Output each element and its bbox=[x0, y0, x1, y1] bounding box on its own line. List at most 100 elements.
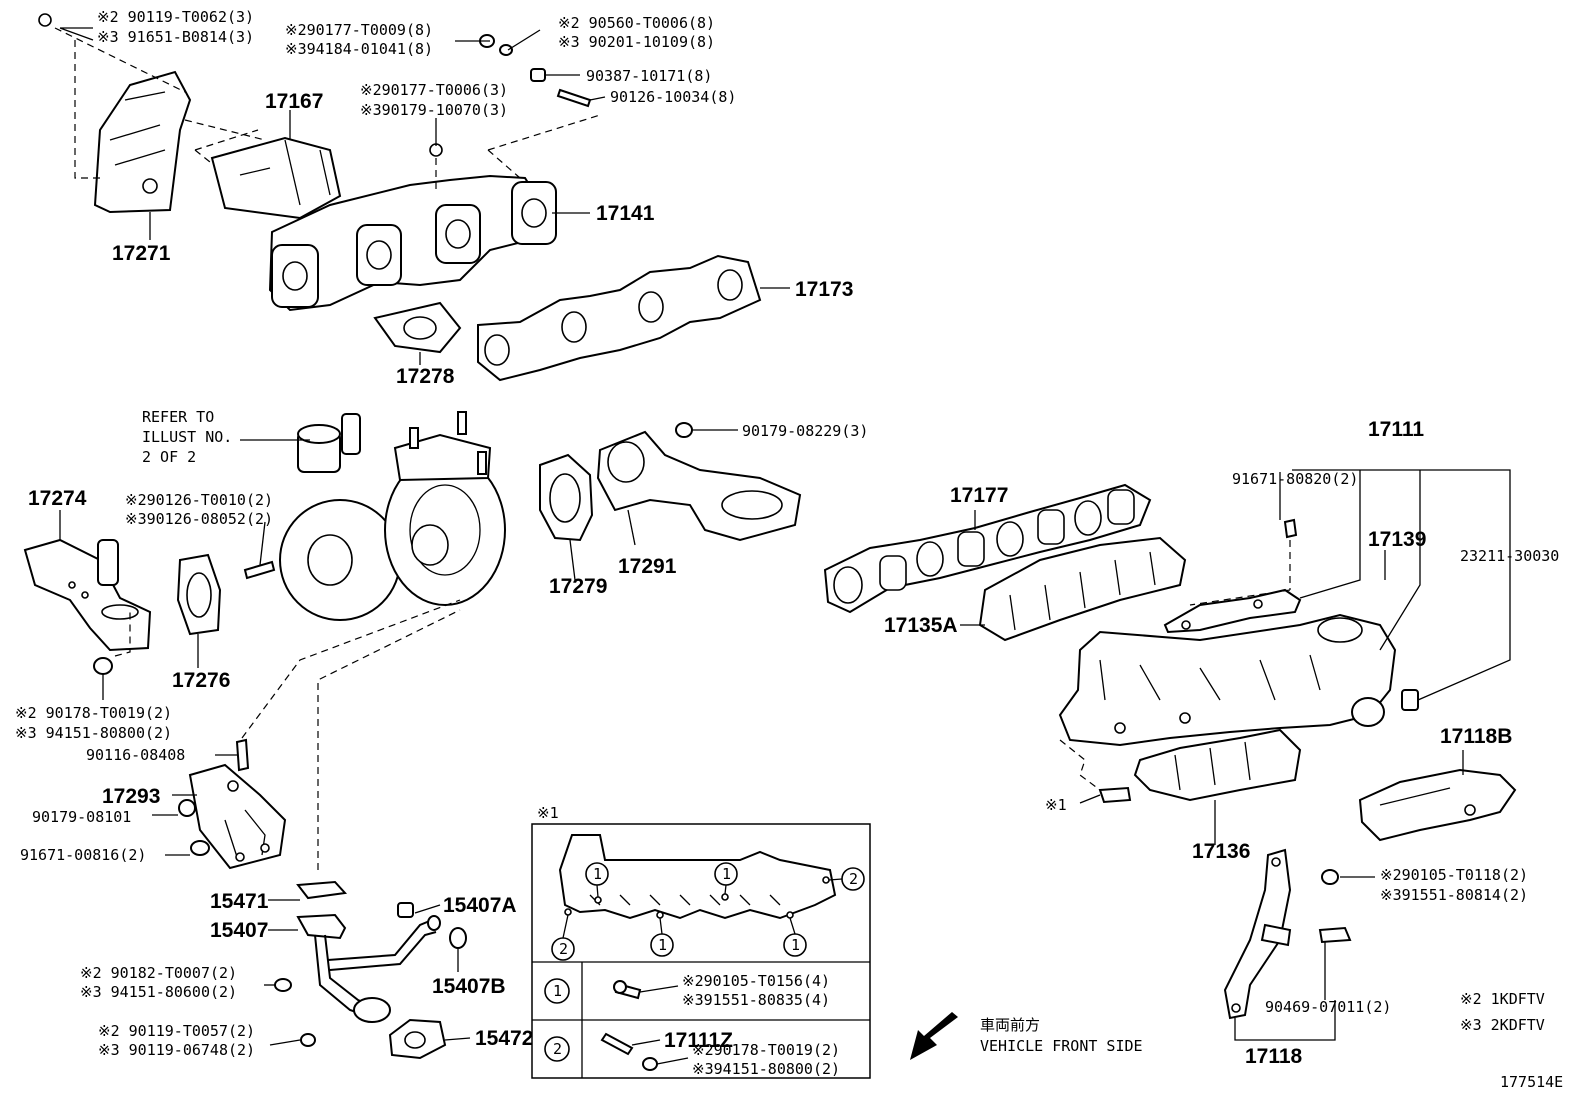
label-p3a: ※2 90560-T0006(8) bbox=[558, 14, 715, 32]
intake-manifold-17111 bbox=[1058, 613, 1419, 804]
label-17279: 17279 bbox=[549, 575, 607, 598]
label-p4: 90387-10171(8) bbox=[586, 67, 712, 85]
gasket-17276 bbox=[176, 553, 222, 636]
label-p11a: ※290105-T0118(2) bbox=[1380, 866, 1528, 884]
label-star1: ※1 bbox=[1045, 796, 1067, 814]
label-17173: 17173 bbox=[795, 278, 853, 301]
bracket-17139 bbox=[1163, 518, 1302, 634]
svg-text:1: 1 bbox=[553, 982, 562, 1000]
label-p2a: ※290177-T0009(8) bbox=[285, 21, 433, 39]
label-17139: 17139 bbox=[1368, 528, 1426, 551]
label-15471: 15471 bbox=[210, 890, 269, 913]
oil-pipe-15407 bbox=[274, 880, 467, 1060]
gasket-17279 bbox=[539, 453, 594, 542]
inset-r2a: ※290178-T0019(2) bbox=[692, 1041, 840, 1059]
label-17118B: 17118B bbox=[1440, 725, 1512, 748]
exhaust-pipe-17291 bbox=[596, 422, 802, 542]
label-23211: 23211-30030 bbox=[1460, 547, 1559, 565]
legend-2kdftv: ※3 2KDFTV bbox=[1460, 1016, 1545, 1034]
label-p1b: ※3 91651-B0814(3) bbox=[97, 28, 254, 46]
label-90179-08101: 90179-08101 bbox=[32, 808, 131, 826]
label-17291: 17291 bbox=[618, 555, 677, 578]
stud-90126 bbox=[243, 560, 276, 580]
label-p9b: ※3 94151-80600(2) bbox=[80, 983, 237, 1001]
label-15472: 15472 bbox=[475, 1027, 533, 1050]
inset-row-2: 2 17111Z ※290178-T0019(2) ※394151-80800(… bbox=[544, 1029, 840, 1078]
label-15407B: 15407B bbox=[432, 975, 506, 998]
label-90469: 90469-07011(2) bbox=[1265, 998, 1391, 1016]
leader-dash bbox=[184, 119, 266, 163]
label-90179-08229: 90179-08229(3) bbox=[742, 422, 868, 440]
label-17118: 17118 bbox=[1245, 1045, 1303, 1068]
inset-r2b: ※394151-80800(2) bbox=[692, 1060, 840, 1078]
label-17167: 17167 bbox=[265, 90, 323, 113]
bracket-17118 bbox=[1223, 848, 1352, 1020]
gasket-17173 bbox=[477, 254, 762, 382]
label-p6b: ※390179-10070(3) bbox=[360, 101, 508, 119]
leader-dash bbox=[1059, 739, 1101, 791]
label-p8a: ※2 90178-T0019(2) bbox=[15, 704, 172, 722]
label-p2b: ※394184-01041(8) bbox=[285, 40, 433, 58]
svg-text:1: 1 bbox=[791, 936, 800, 954]
bracket-17293 bbox=[178, 738, 287, 870]
label-p6a: ※290177-T0006(3) bbox=[360, 81, 508, 99]
inset-r1a: ※290105-T0156(4) bbox=[682, 972, 830, 990]
bracket-17118B bbox=[1358, 768, 1517, 842]
svg-text:1: 1 bbox=[658, 936, 667, 954]
exhaust-manifold-17141 bbox=[268, 143, 557, 312]
part-labels: ※2 90119-T0062(3) ※3 91651-B0814(3) ※290… bbox=[15, 8, 1563, 1091]
leader-lines bbox=[59, 27, 1511, 1046]
label-17276: 17276 bbox=[172, 669, 230, 692]
svg-text:1: 1 bbox=[722, 865, 731, 883]
svg-text:2: 2 bbox=[559, 940, 568, 958]
label-refer-1: REFER TO bbox=[142, 408, 214, 426]
label-91671-00816: 91671-00816(2) bbox=[20, 846, 146, 864]
label-p5: 90126-10034(8) bbox=[610, 88, 736, 106]
leader-dash bbox=[114, 612, 131, 657]
label-90116: 90116-08408 bbox=[86, 746, 185, 764]
hose-17274 bbox=[23, 538, 152, 675]
label-p10b: ※3 90119-06748(2) bbox=[98, 1041, 255, 1059]
svg-text:2: 2 bbox=[849, 870, 858, 888]
inset-callout: 1 bbox=[650, 917, 674, 957]
leader-dash bbox=[435, 114, 601, 190]
label-15407: 15407 bbox=[210, 919, 268, 942]
inset-callout: 2 bbox=[551, 914, 575, 961]
inset-r2-part: 17111Z bbox=[664, 1029, 733, 1052]
label-17135A: 17135A bbox=[884, 614, 958, 637]
label-p10a: ※2 90119-T0057(2) bbox=[98, 1022, 255, 1040]
label-p7b: ※390126-08052(2) bbox=[125, 510, 273, 528]
svg-text:2: 2 bbox=[553, 1040, 562, 1058]
label-p1a: ※2 90119-T0062(3) bbox=[97, 8, 254, 26]
label-91671-80820: 91671-80820(2) bbox=[1232, 470, 1358, 488]
label-refer-2: ILLUST NO. bbox=[142, 428, 232, 446]
insulator-17135A bbox=[978, 536, 1187, 642]
inset-table: ※1 1 1 1 1 bbox=[531, 804, 871, 1079]
inset-row-1: 1 ※290105-T0156(4) ※391551-80835(4) bbox=[544, 972, 830, 1009]
inset-callout: 1 bbox=[714, 862, 738, 895]
gasket-17177 bbox=[823, 483, 1152, 614]
label-p7a: ※290126-T0010(2) bbox=[125, 491, 273, 509]
inset-title: ※1 bbox=[537, 804, 559, 822]
gasket-17278 bbox=[373, 301, 462, 354]
heat-insulator-17271 bbox=[38, 13, 192, 214]
insulator-17136 bbox=[1133, 728, 1302, 802]
label-17177: 17177 bbox=[950, 484, 1008, 507]
diagram-id: 177514E bbox=[1500, 1073, 1563, 1091]
label-17271: 17271 bbox=[112, 242, 171, 265]
label-p9a: ※2 90182-T0007(2) bbox=[80, 964, 237, 982]
label-15407A: 15407A bbox=[443, 894, 517, 917]
heat-insulator-17167 bbox=[210, 136, 342, 220]
leader-dash bbox=[1189, 540, 1291, 606]
label-17141: 17141 bbox=[596, 202, 655, 225]
vehicle-front-indicator: 車両前方 VEHICLE FRONT SIDE bbox=[910, 1012, 1143, 1060]
vehicle-front-jp: 車両前方 bbox=[980, 1016, 1040, 1034]
front-arrow-icon bbox=[910, 1012, 958, 1060]
label-17274: 17274 bbox=[28, 487, 87, 510]
inset-callout: 1 bbox=[783, 917, 807, 957]
label-refer-3: 2 OF 2 bbox=[142, 448, 196, 466]
svg-text:1: 1 bbox=[593, 865, 602, 883]
label-17111: 17111 bbox=[1368, 418, 1424, 441]
label-p3b: ※3 90201-10109(8) bbox=[558, 33, 715, 51]
